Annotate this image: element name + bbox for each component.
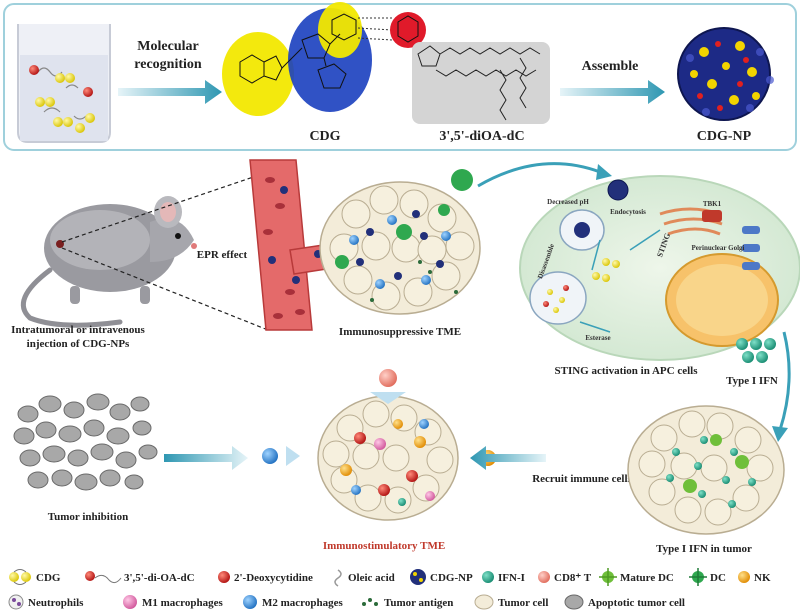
- legend-item-tumor-cell: Tumor cell: [474, 594, 548, 610]
- legend-item-ifn-i: IFN-I: [482, 571, 525, 584]
- mouse-illustration: [20, 196, 197, 328]
- legend-item-dioa-dc: 3',5'-di-OA-dC: [85, 571, 195, 584]
- label-tumor-inhibition: Tumor inhibition: [48, 511, 128, 523]
- label-assemble: Assemble: [582, 59, 639, 74]
- label-recruit-immune-cells: Recruit immune cells: [532, 473, 632, 485]
- legend-label-cdg-np: CDG-NP: [430, 572, 473, 584]
- legend-item-tumor-antigen: Tumor antigen: [362, 597, 453, 609]
- legend-item-mature-dc: Mature DC: [599, 568, 674, 586]
- legend-label-neutrophils: Neutrophils: [28, 597, 84, 609]
- legend-label-cdg: CDG: [36, 572, 61, 584]
- label-endocytosis: Endocytosis: [610, 208, 646, 216]
- legend-item-apoptotic-tumor-cell: Apoptotic tumor cell: [564, 594, 685, 610]
- legend-item-cdg: CDG: [9, 569, 61, 585]
- legend-item-oleic-acid: Oleic acid: [334, 569, 395, 587]
- legend-item-m1-macrophages: M1 macrophages: [123, 595, 223, 609]
- immunosuppressive-tme-cluster: [319, 181, 481, 315]
- caption-mouse-1: Intratumoral or intravenous: [11, 324, 145, 336]
- arrow-to-ifn-tumor: [778, 331, 791, 431]
- label-immunosuppressive-tme: Immunosuppressive TME: [339, 326, 461, 338]
- arrow-to-apc: [477, 162, 601, 188]
- legend-item-cdg-np: CDG-NP: [410, 569, 473, 585]
- apc-cell: [519, 175, 800, 361]
- label-type1-ifn: Type I IFN: [726, 375, 778, 387]
- caption-mouse-2: injection of CDG-NPs: [27, 338, 130, 350]
- legend-label-cd8-t: CD8⁺ T: [554, 572, 592, 584]
- label-epr-effect: EPR effect: [197, 249, 248, 261]
- legend-label-m2-macrophages: M2 macrophages: [262, 597, 343, 609]
- arrow-molecular-recognition: [118, 80, 222, 104]
- legend-label-apoptotic-tumor-cell: Apoptotic tumor cell: [588, 597, 685, 609]
- cdg-molecule: [222, 2, 372, 116]
- legend-label-tumor-antigen: Tumor antigen: [384, 597, 453, 609]
- dioa-dc-structure: [417, 45, 541, 121]
- legend: CDG 3',5'-di-OA-dC 2'-Deoxycytidine Olei…: [8, 568, 771, 610]
- legend-label-deoxycytidine: 2'-Deoxycytidine: [234, 572, 313, 584]
- legend-item-nk: NK: [738, 571, 771, 584]
- legend-item-cd8-t: CD8⁺ T: [538, 571, 592, 584]
- legend-label-dioa-dc: 3',5'-di-OA-dC: [124, 572, 195, 584]
- hydrogen-bonds: [357, 17, 394, 41]
- arrow-to-apc-head: [596, 164, 612, 180]
- legend-item-neutrophils: Neutrophils: [8, 594, 84, 610]
- dc-floating: [451, 169, 473, 191]
- label-molecular-recognition-1: Molecular: [137, 39, 198, 54]
- type1-ifn-cluster: [736, 338, 776, 363]
- arrow-to-tumor-inhibition: [164, 446, 248, 470]
- zoom-line-top: [61, 171, 269, 243]
- legend-label-nk: NK: [754, 572, 771, 584]
- legend-label-mature-dc: Mature DC: [620, 572, 674, 584]
- legend-label-m1-macrophages: M1 macrophages: [142, 597, 223, 609]
- arrow-recruit: [470, 446, 546, 470]
- label-tbk1: TBK1: [703, 200, 722, 208]
- arrow-incoming-left: [286, 446, 300, 466]
- legend-label-dc: DC: [710, 572, 726, 584]
- legend-item-m2-macrophages: M2 macrophages: [243, 595, 343, 609]
- legend-label-oleic-acid: Oleic acid: [348, 572, 395, 584]
- label-sting-activation: STING activation in APC cells: [554, 365, 698, 377]
- label-decreased-ph: Decreased pH: [547, 198, 589, 206]
- beaker-illustration: [17, 24, 111, 143]
- label-cdg: CDG: [309, 129, 340, 144]
- top-panel-frame: [3, 3, 797, 151]
- arrow-incoming-top: [370, 392, 406, 404]
- incoming-m2-macrophage: [262, 448, 278, 464]
- label-immunostimulatory-tme: Immunostimulatory TME: [323, 540, 445, 552]
- label-type1-ifn-tumor: Type I IFN in tumor: [656, 543, 752, 555]
- dioa-dc-box: [412, 42, 550, 124]
- apoptotic-cells-cluster: [13, 393, 158, 491]
- label-perinuclear-golgi: Perinuclear Golgi: [692, 244, 745, 252]
- incoming-cd8-t: [379, 369, 397, 387]
- zoom-line-bottom: [61, 247, 269, 331]
- legend-item-dc: DC: [689, 568, 726, 586]
- cdg-np-sphere: [677, 27, 774, 121]
- legend-label-tumor-cell: Tumor cell: [498, 597, 548, 609]
- legend-label-ifn-i: IFN-I: [498, 572, 525, 584]
- type1-ifn-tumor-cluster: [627, 405, 785, 535]
- immunostimulatory-tme-cluster: [317, 395, 459, 521]
- arrow-assemble: [560, 80, 665, 104]
- label-cdg-np: CDG-NP: [697, 129, 752, 144]
- label-dioa-dc: 3',5'-diOA-dC: [439, 129, 524, 144]
- label-esterase: Esterase: [585, 334, 610, 342]
- legend-item-deoxycytidine: 2'-Deoxycytidine: [218, 571, 313, 584]
- cytosine-ring: [397, 15, 419, 43]
- label-molecular-recognition-2: recognition: [134, 57, 202, 72]
- arrow-to-ifn-tumor-head: [772, 426, 788, 442]
